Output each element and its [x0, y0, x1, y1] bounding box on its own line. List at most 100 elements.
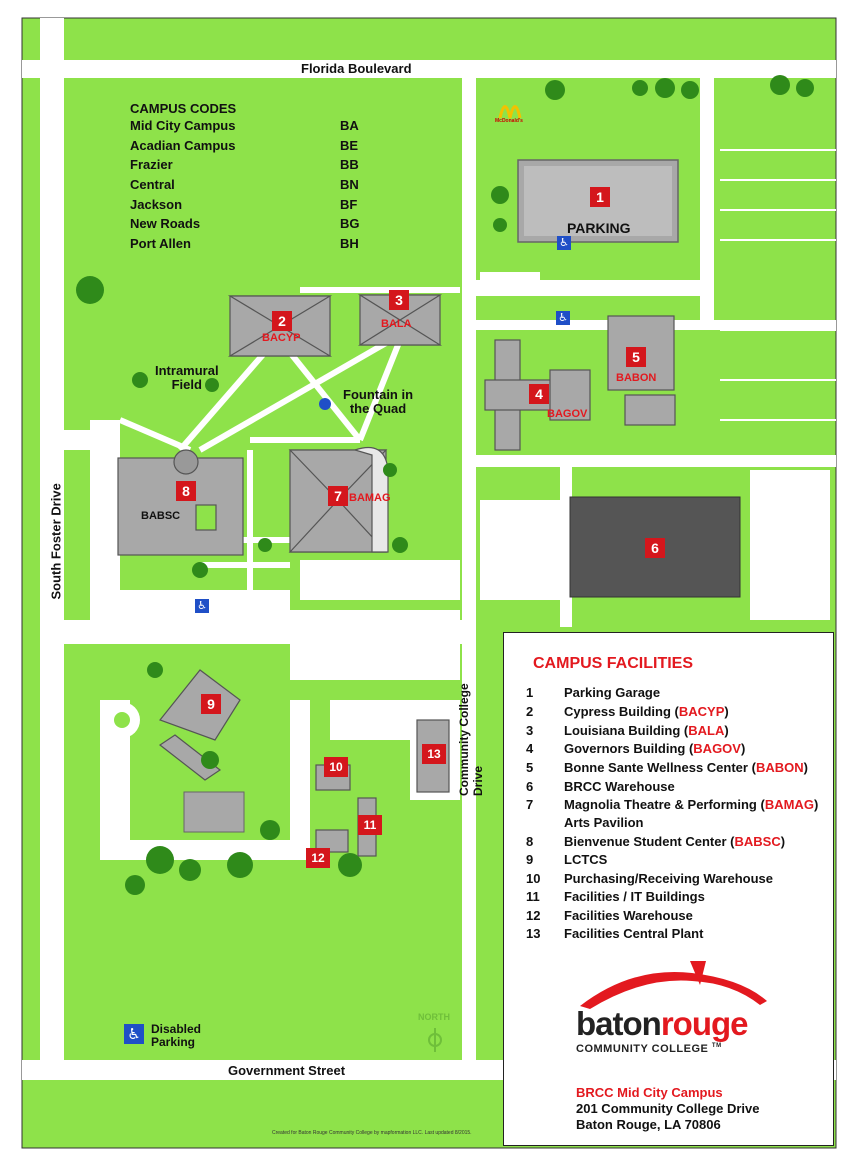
campus-codes-table: CAMPUS CODES Mid City Campus BA Acadian C… — [130, 101, 360, 256]
disabled-parking-label: Disabled Parking — [151, 1022, 202, 1049]
building-10-marker[interactable]: 10 — [324, 757, 348, 777]
building-9-marker[interactable]: 9 — [201, 694, 221, 714]
logo-word-baton: baton — [576, 1005, 662, 1042]
campus-code: BE — [340, 137, 359, 153]
building-11-marker[interactable]: 11 — [358, 815, 382, 835]
facility-num: 1 — [526, 685, 534, 700]
building-7-marker[interactable]: 7 — [328, 486, 348, 506]
facility-item: 13 Facilities Central Plant — [526, 926, 703, 941]
campus-name: Acadian Campus — [130, 137, 236, 153]
campus-code: BB — [340, 157, 359, 173]
building-13-marker[interactable]: 13 — [422, 744, 446, 764]
building-8-marker[interactable]: 8 — [176, 481, 196, 501]
building-3-marker[interactable]: 3 — [389, 290, 409, 310]
facility-name: Louisiana Building — [564, 723, 681, 738]
facility-code: BACYP — [678, 704, 725, 719]
north-label: NORTH — [418, 1012, 450, 1022]
campus-code: BF — [340, 196, 358, 212]
facility-code: BABON — [755, 760, 804, 775]
facility-name: Magnolia Theatre & Performing — [564, 797, 757, 812]
logo-subtitle: COMMUNITY COLLEGE TM — [576, 1043, 722, 1055]
facility-num: 8 — [526, 834, 534, 849]
facility-num: 4 — [526, 741, 534, 756]
facility-name: Facilities Warehouse — [564, 908, 693, 923]
facility-item: 6 BRCC Warehouse — [526, 779, 675, 794]
campus-code-row: Jackson BF — [130, 197, 360, 217]
building-8-code: BABSC — [141, 510, 181, 522]
facility-name: Cypress Building — [564, 704, 671, 719]
logo-subtitle-text: COMMUNITY COLLEGE — [576, 1043, 709, 1055]
road-south-foster-drive: South Foster Drive — [48, 483, 64, 600]
intramural-field-label: Intramural Field — [155, 363, 219, 392]
address-campus: BRCC Mid City Campus — [576, 1085, 723, 1100]
road-government-street: Government Street — [228, 1063, 346, 1078]
facility-name: Bienvenue Student Center — [564, 834, 727, 849]
facility-num: 13 — [526, 926, 541, 941]
facility-num: 3 — [526, 723, 534, 738]
handicap-parking-icon: ♿ — [556, 311, 570, 325]
handicap-parking-icon: ♿ — [124, 1024, 144, 1044]
building-3-code: BALA — [381, 318, 412, 330]
facility-item: 12 Facilities Warehouse — [526, 908, 693, 923]
building-6-marker[interactable]: 6 — [645, 538, 665, 558]
address-city: Baton Rouge, LA 70806 — [576, 1117, 721, 1132]
building-4-marker[interactable]: 4 — [529, 384, 549, 404]
campus-code: BG — [340, 216, 360, 232]
brcc-logo: batonrouge — [576, 1007, 748, 1041]
facility-name: Facilities Central Plant — [564, 926, 704, 941]
campus-code: BN — [340, 177, 359, 193]
facility-code: BAMAG — [764, 797, 814, 812]
facility-name: Purchasing/Receiving Warehouse — [564, 871, 774, 886]
parking-label: PARKING — [567, 220, 631, 236]
facility-name: BRCC Warehouse — [564, 779, 675, 794]
fountain-marker — [319, 398, 331, 410]
building-2-marker[interactable]: 2 — [272, 311, 292, 331]
logo-trademark: TM — [711, 1043, 722, 1049]
facility-item: 9 LCTCS — [526, 852, 607, 867]
facility-name: Bonne Sante Wellness Center — [564, 760, 748, 775]
facility-num: 7 — [526, 797, 534, 812]
campus-code: BA — [340, 118, 359, 133]
campus-code-row: Acadian Campus BE — [130, 138, 360, 158]
building-5-marker[interactable]: 5 — [626, 347, 646, 367]
handicap-parking-icon: ♿ — [557, 236, 571, 250]
campus-code-row: Mid City Campus BA — [130, 118, 360, 138]
campus-name: Port Allen — [130, 236, 191, 252]
facility-code: BAGOV — [693, 741, 741, 756]
campus-name: Frazier — [130, 157, 173, 173]
facility-num: 12 — [526, 908, 541, 923]
mcdonalds-logo — [498, 105, 522, 119]
campus-code-row: Central BN — [130, 177, 360, 197]
facility-item: 1 Parking Garage — [526, 685, 660, 700]
facility-name: Governors Building — [564, 741, 686, 756]
facility-code: BALA — [688, 723, 725, 738]
building-5-code: BABON — [616, 372, 657, 384]
facility-name: Arts Pavilion — [564, 815, 644, 830]
facility-item: Arts Pavilion — [526, 815, 643, 830]
facility-name: Parking Garage — [564, 685, 661, 700]
road-florida-boulevard: Florida Boulevard — [301, 61, 412, 76]
fountain-label: Fountain in the Quad — [343, 387, 414, 416]
campus-name: New Roads — [130, 216, 201, 232]
facility-num: 9 — [526, 852, 534, 867]
brcc-logo-swoosh — [580, 961, 767, 1009]
campus-codes-title: CAMPUS CODES — [130, 101, 237, 116]
building-12-marker[interactable]: 12 — [306, 848, 330, 868]
facility-name: LCTCS — [564, 852, 608, 867]
campus-name: Central — [130, 177, 175, 193]
campus-name: Mid City Campus — [130, 118, 236, 133]
facility-num: 6 — [526, 779, 534, 794]
building-1-marker[interactable]: 1 — [590, 187, 610, 207]
campus-code-row: Frazier BB — [130, 157, 360, 177]
facility-name: Facilities / IT Buildings — [564, 889, 705, 904]
building-7-code: BAMAG — [349, 492, 391, 504]
campus-name: Jackson — [130, 196, 183, 212]
